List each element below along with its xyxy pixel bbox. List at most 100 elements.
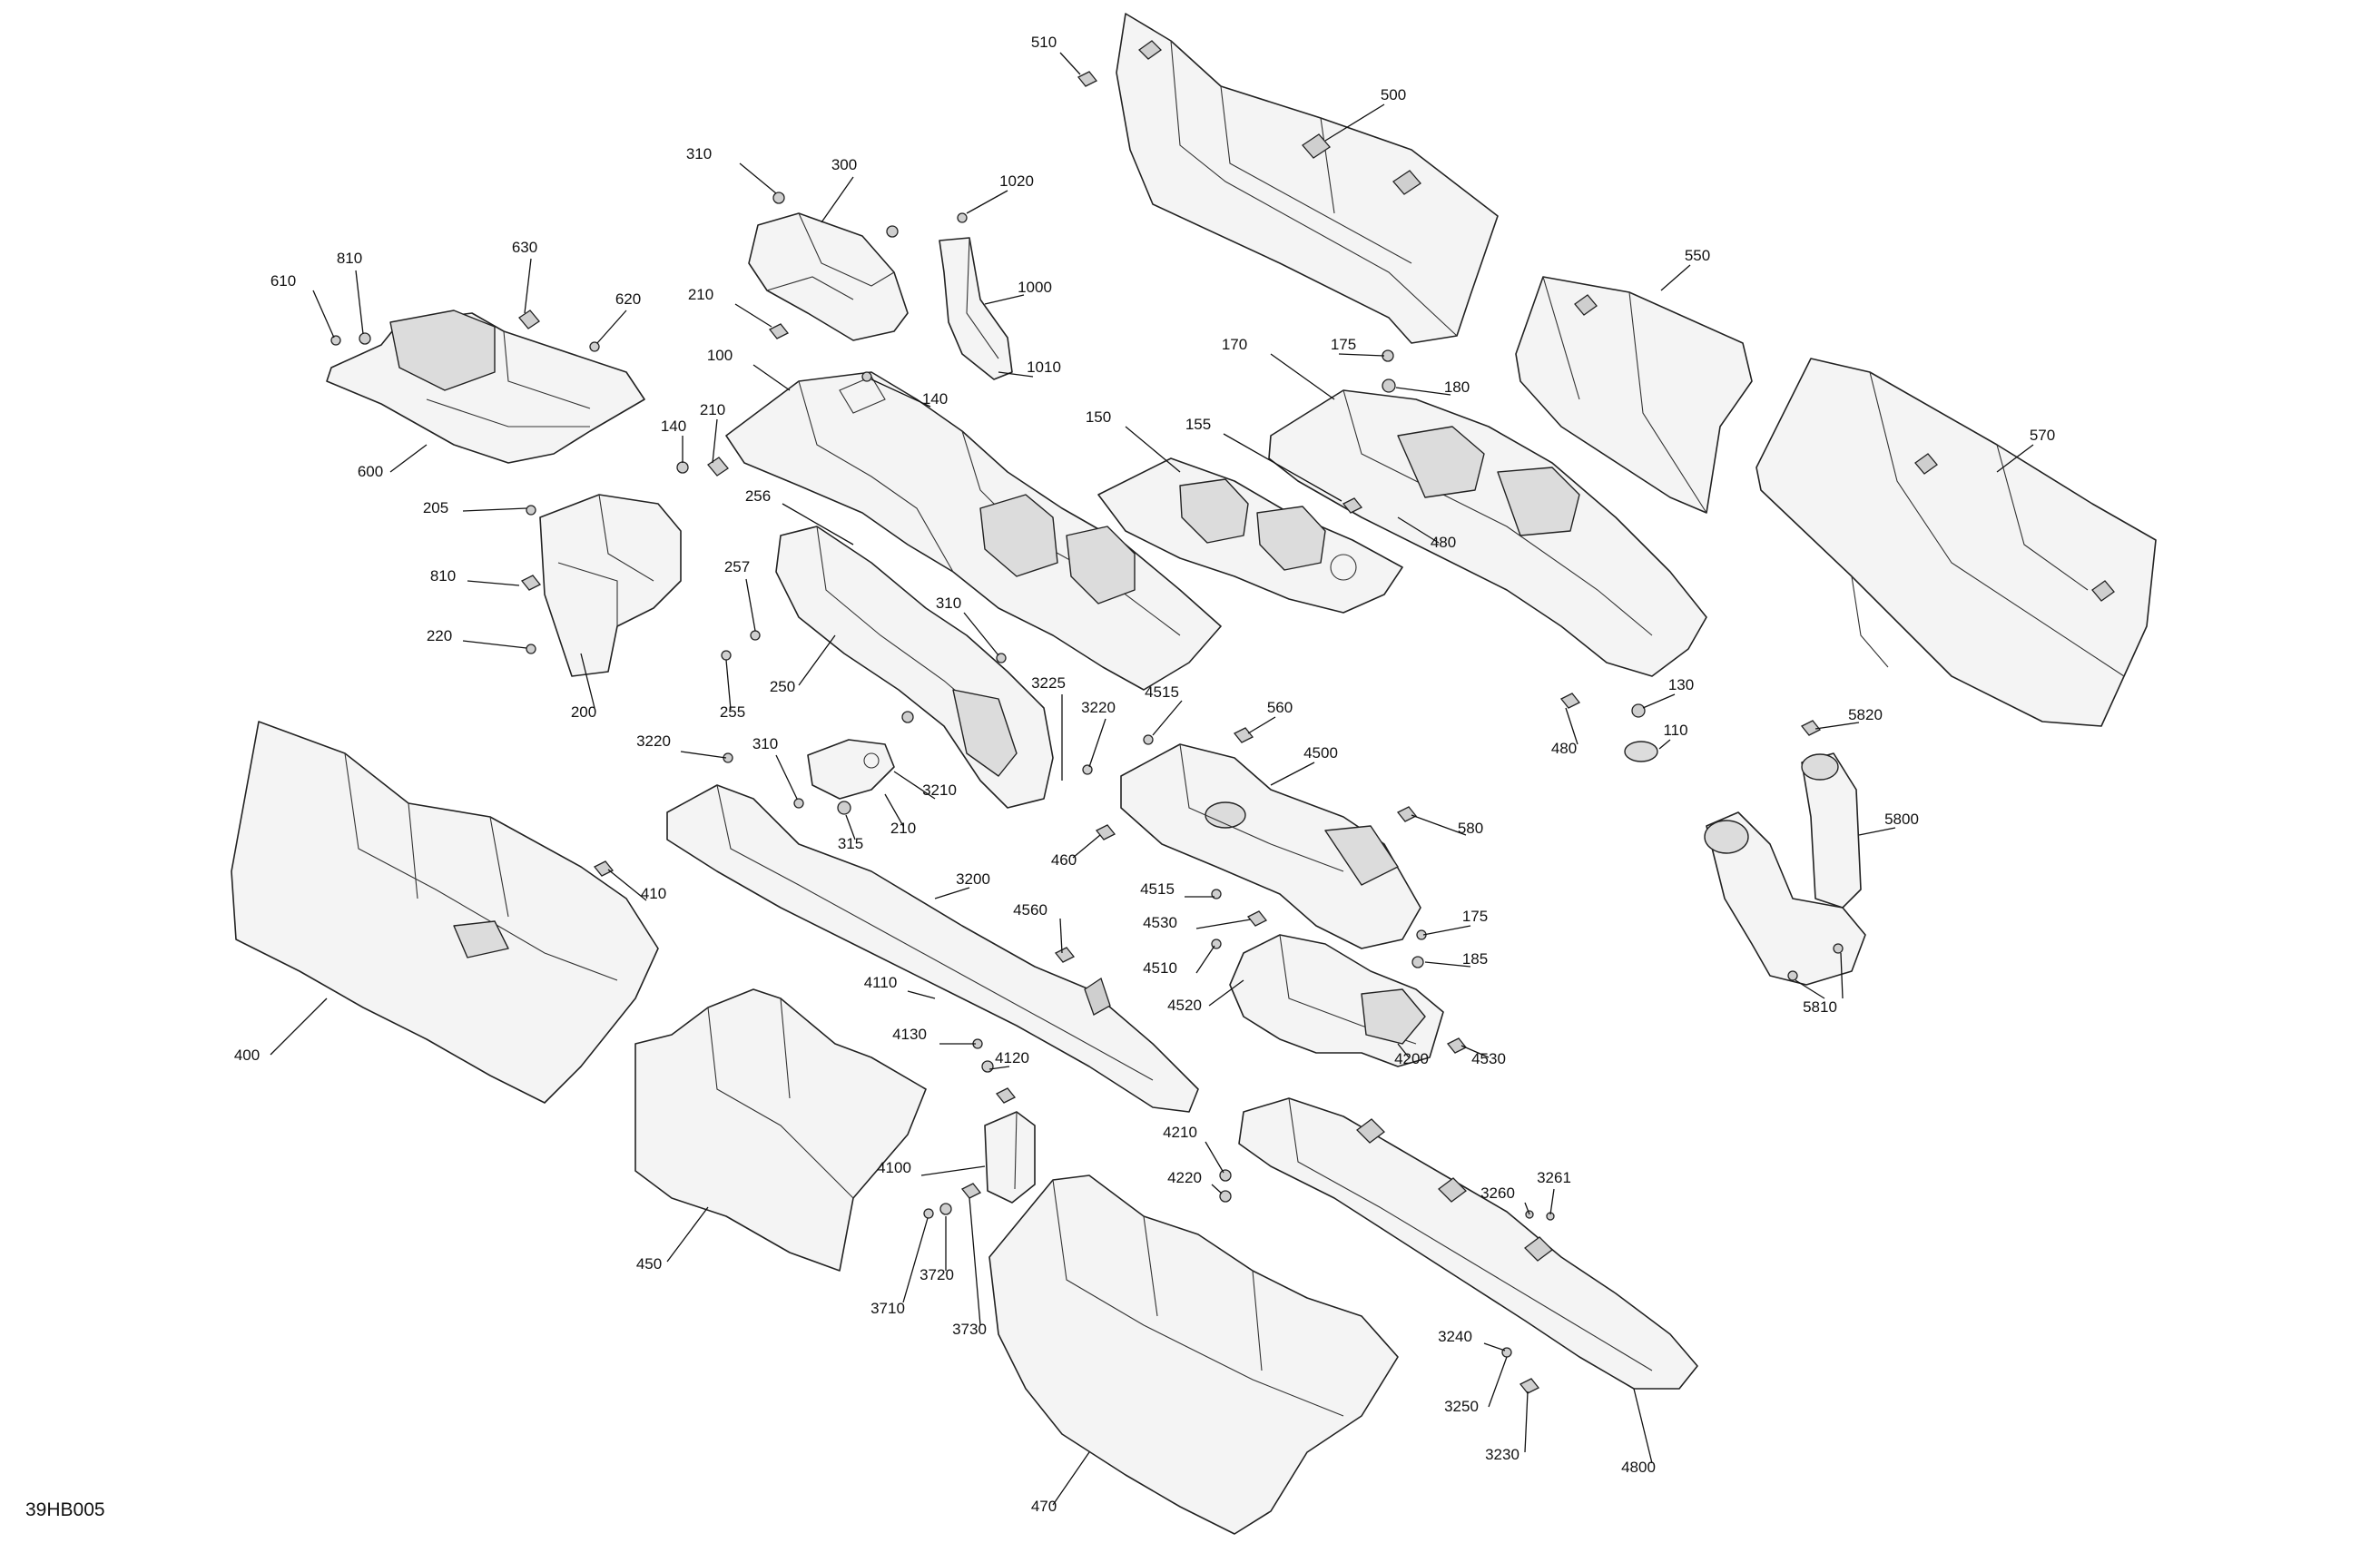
part-570-panel [1755, 358, 2157, 727]
callout-630: 630 [512, 239, 537, 256]
part-470-panel [988, 1174, 1399, 1535]
callout-4500: 4500 [1303, 744, 1338, 762]
part-4200-housing [1229, 934, 1444, 1067]
callout-170: 170 [1222, 336, 1247, 353]
callout-4210: 4210 [1163, 1124, 1197, 1141]
callout-470: 470 [1031, 1498, 1057, 1515]
callout-4530: 4530 [1471, 1050, 1506, 1067]
part-550-panel [1515, 276, 1753, 514]
callout-4110: 4110 [864, 974, 898, 991]
callout-256: 256 [745, 487, 771, 505]
part-1000-cover [939, 237, 1013, 380]
callout-3220: 3220 [636, 732, 671, 750]
callout-300: 300 [831, 156, 857, 173]
callout-1020: 1020 [999, 172, 1034, 190]
callout-3230: 3230 [1485, 1446, 1519, 1463]
callout-400: 400 [234, 1047, 260, 1064]
callout-610: 610 [270, 272, 296, 290]
part-600-tray [326, 310, 645, 464]
callout-510: 510 [1031, 34, 1057, 51]
callout-3261: 3261 [1537, 1169, 1571, 1186]
part-200-bracket [539, 494, 682, 677]
part-3200-rail [666, 784, 1199, 1113]
fasteners [330, 192, 1844, 1394]
callout-210: 210 [688, 286, 713, 303]
callout-185: 185 [1462, 950, 1488, 968]
callout-205: 205 [423, 499, 448, 516]
callout-4515: 4515 [1145, 683, 1179, 701]
callout-140: 140 [661, 418, 686, 435]
part-400-panel [231, 721, 659, 1104]
callout-140: 140 [922, 390, 948, 408]
callout-100: 100 [707, 347, 733, 364]
callout-4130: 4130 [892, 1026, 927, 1043]
callout-810: 810 [430, 567, 456, 585]
callout-500: 500 [1381, 86, 1406, 103]
part-3210-bracket [807, 739, 895, 800]
callout-175: 175 [1331, 336, 1356, 353]
callout-570: 570 [2030, 427, 2055, 444]
callout-3250: 3250 [1444, 1398, 1479, 1415]
callout-220: 220 [427, 627, 452, 644]
callout-410: 410 [641, 885, 666, 902]
callout-3225: 3225 [1031, 674, 1066, 692]
callout-3220: 3220 [1081, 699, 1116, 716]
callout-315: 315 [838, 835, 863, 852]
callout-310: 310 [752, 735, 778, 752]
callout-5820: 5820 [1848, 706, 1883, 723]
callout-480: 480 [1431, 534, 1456, 551]
callout-3710: 3710 [870, 1300, 905, 1317]
callout-310: 310 [686, 145, 712, 162]
diagram-id: 39HB005 [25, 1499, 105, 1520]
callout-4515: 4515 [1140, 880, 1175, 898]
callout-4220: 4220 [1167, 1169, 1202, 1186]
part-4500-housing [1120, 743, 1421, 949]
callout-5800: 5800 [1884, 811, 1919, 828]
callout-4560: 4560 [1013, 901, 1047, 919]
callout-257: 257 [724, 558, 750, 575]
callout-4200: 4200 [1394, 1050, 1429, 1067]
callout-550: 550 [1685, 247, 1710, 264]
callout-210: 210 [700, 401, 725, 418]
parts-artwork [231, 13, 2157, 1535]
callout-560: 560 [1267, 699, 1293, 716]
callout-1000: 1000 [1018, 279, 1052, 296]
callout-250: 250 [770, 678, 795, 695]
callout-1010: 1010 [1027, 359, 1061, 376]
callout-4100: 4100 [877, 1159, 911, 1176]
callout-130: 130 [1668, 676, 1694, 693]
callout-810: 810 [337, 250, 362, 267]
callout-4520: 4520 [1167, 997, 1202, 1014]
part-510-clip [1077, 71, 1098, 87]
callout-460: 460 [1051, 851, 1077, 869]
callout-3720: 3720 [920, 1266, 954, 1283]
callout-180: 180 [1444, 378, 1470, 396]
callout-480: 480 [1551, 740, 1577, 757]
part-500-panel [1116, 13, 1499, 344]
callout-110: 110 [1663, 722, 1687, 739]
callout-600: 600 [358, 463, 383, 480]
leader-lines [270, 52, 2034, 1506]
callout-3240: 3240 [1438, 1328, 1472, 1345]
callout-3210: 3210 [922, 781, 957, 799]
callout-155: 155 [1185, 416, 1211, 433]
part-300-console [748, 212, 909, 341]
callout-450: 450 [636, 1255, 662, 1273]
part-5800-handle [1704, 752, 1866, 986]
callout-580: 580 [1458, 820, 1483, 837]
callout-255: 255 [720, 703, 745, 721]
callout-200: 200 [571, 703, 596, 721]
callout-3730: 3730 [952, 1321, 987, 1338]
callout-5810: 5810 [1803, 998, 1837, 1016]
callout-3200: 3200 [956, 870, 990, 888]
part-170-console [1268, 389, 1707, 677]
callout-150: 150 [1086, 408, 1111, 426]
callout-3260: 3260 [1480, 1184, 1515, 1202]
part-250-side-panel [775, 526, 1054, 809]
callout-210: 210 [890, 820, 916, 837]
part-4800-frame [1238, 1097, 1698, 1390]
callout-4120: 4120 [995, 1049, 1029, 1066]
part-450-panel [634, 988, 927, 1272]
